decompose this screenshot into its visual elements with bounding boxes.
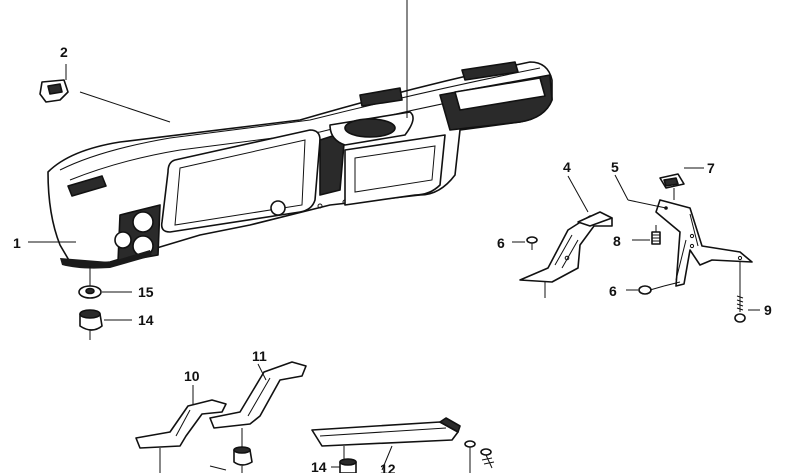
leader-2 — [79, 91, 171, 123]
callout-10: 10 — [184, 368, 200, 384]
leader-5 — [614, 174, 629, 201]
screw-part-8 — [651, 231, 661, 245]
callout-11: 11 — [252, 348, 267, 364]
bracket-part-5 — [655, 199, 753, 287]
leader-4 — [567, 175, 589, 213]
callout-4: 4 — [563, 159, 571, 175]
callout-14-bottom: 14 — [311, 459, 327, 473]
callout-15: 15 — [138, 284, 154, 300]
washer-part-15 — [78, 285, 102, 299]
callout-9: 9 — [764, 302, 772, 318]
bracket-part-4 — [519, 211, 613, 283]
screw-part-6-right — [638, 285, 665, 295]
callout-12: 12 — [380, 461, 396, 473]
callout-7: 7 — [707, 160, 715, 176]
nut-part-14-bottom — [339, 458, 357, 473]
screw-part-6-left — [526, 236, 538, 250]
clip-part-2 — [39, 64, 69, 103]
screw-rail-end-2 — [480, 448, 495, 469]
bracket-part-10 — [135, 399, 227, 449]
callout-5: 5 — [611, 159, 619, 175]
callout-1: 1 — [13, 235, 21, 251]
nut-part-14-left — [79, 309, 103, 331]
screw-part-9 — [734, 292, 746, 323]
bracket-part-11 — [209, 361, 307, 429]
rail-part-12 — [311, 417, 461, 460]
clip-part-7 — [659, 173, 685, 189]
callout-8: 8 — [613, 233, 621, 249]
callout-14-left: 14 — [138, 312, 154, 328]
nut-part-11-lower — [233, 446, 253, 466]
leader-11 — [257, 363, 267, 381]
callout-2: 2 — [60, 44, 68, 60]
screw-rail-end-1 — [464, 440, 476, 473]
dashboard-part-1 — [47, 61, 553, 269]
leader-12 — [381, 445, 393, 471]
callout-6-left: 6 — [497, 235, 505, 251]
callout-6-right: 6 — [609, 283, 617, 299]
